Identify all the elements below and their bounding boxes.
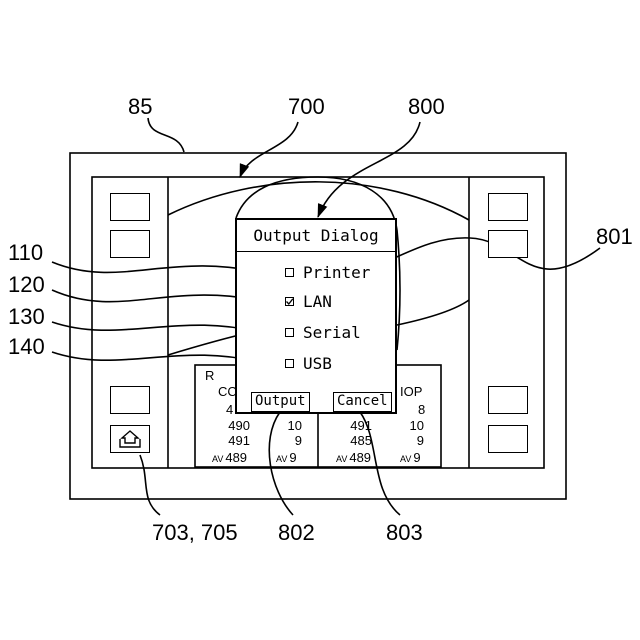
- right-top-button-2[interactable]: [488, 230, 528, 258]
- table-left-av-a: AV489: [212, 449, 247, 467]
- table-right-row1: 8: [418, 403, 425, 417]
- checkmark-icon: [285, 297, 294, 306]
- left-bottom-button[interactable]: [110, 386, 150, 414]
- lan-checkbox[interactable]: [285, 297, 294, 306]
- table-left-col-a-3: 489: [225, 450, 247, 465]
- table-right-col-b-2: 9: [406, 434, 424, 448]
- table-left-col-a-1: 490: [226, 419, 250, 433]
- leader-703: [140, 455, 160, 515]
- left-top-button-1[interactable]: [110, 193, 150, 221]
- usb-checkbox[interactable]: [285, 359, 294, 368]
- option-printer[interactable]: Printer: [285, 264, 370, 282]
- table-left-col-b-1: 10: [284, 419, 302, 433]
- circle-right: [397, 230, 400, 350]
- ref-140: 140: [8, 336, 45, 358]
- leader-140: [52, 352, 266, 364]
- table-right-av-b: AV9: [400, 449, 421, 467]
- ref-703-705: 703, 705: [152, 522, 238, 544]
- ref-130: 130: [8, 306, 45, 328]
- leader-85: [148, 118, 184, 152]
- table-left-col-b-3: 9: [289, 450, 296, 465]
- ref-800: 800: [408, 96, 445, 118]
- table-right-col-a-3: 489: [349, 450, 371, 465]
- ref-85: 85: [128, 96, 152, 118]
- option-usb[interactable]: USB: [285, 355, 332, 373]
- leader-130: [52, 322, 266, 334]
- option-lan-label: LAN: [303, 292, 332, 311]
- av-label: AV: [400, 454, 411, 464]
- right-top-button-1[interactable]: [488, 193, 528, 221]
- ref-802: 802: [278, 522, 315, 544]
- table-right-col-a-2: 485: [348, 434, 372, 448]
- leader-120: [52, 290, 266, 302]
- option-serial-label: Serial: [303, 323, 361, 342]
- option-usb-label: USB: [303, 354, 332, 373]
- av-label: AV: [276, 454, 287, 464]
- ref-801: 801: [596, 226, 633, 248]
- option-serial[interactable]: Serial: [285, 324, 361, 342]
- table-right-col-b-3: 9: [413, 450, 420, 465]
- option-lan[interactable]: LAN: [285, 293, 332, 311]
- cancel-button[interactable]: Cancel: [333, 392, 392, 412]
- leader-700: [240, 122, 298, 177]
- dialog-title: Output Dialog: [237, 220, 395, 252]
- leader-800: [318, 122, 420, 217]
- av-label: AV: [336, 454, 347, 464]
- av-label: AV: [212, 454, 223, 464]
- table-left-header: R: [205, 369, 214, 383]
- table-right-header: IOP: [400, 385, 422, 399]
- left-top-button-2[interactable]: [110, 230, 150, 258]
- serial-checkbox[interactable]: [285, 328, 294, 337]
- ref-803: 803: [386, 522, 423, 544]
- output-button[interactable]: Output: [251, 392, 310, 412]
- table-left-col-b-2: 9: [284, 434, 302, 448]
- upload-button[interactable]: [110, 425, 150, 453]
- table-left-sub: CC: [218, 385, 237, 399]
- option-printer-label: Printer: [303, 263, 370, 282]
- lower-curve-right: [397, 300, 469, 325]
- printer-checkbox[interactable]: [285, 268, 294, 277]
- table-left-av-b: AV9: [276, 449, 297, 467]
- table-right-col-a-1: 491: [348, 419, 372, 433]
- table-left-row1: 4: [226, 403, 233, 417]
- output-dialog: Output Dialog Printer LAN Serial USB Out…: [235, 218, 397, 414]
- table-left-col-a-2: 491: [226, 434, 250, 448]
- table-right-av-a: AV489: [336, 449, 371, 467]
- ref-700: 700: [288, 96, 325, 118]
- right-bottom-button-1[interactable]: [488, 386, 528, 414]
- table-right-col-b-1: 10: [406, 419, 424, 433]
- right-bottom-button-2[interactable]: [488, 425, 528, 453]
- ref-120: 120: [8, 274, 45, 296]
- ref-110: 110: [8, 242, 43, 264]
- upload-tray-icon: [112, 427, 148, 451]
